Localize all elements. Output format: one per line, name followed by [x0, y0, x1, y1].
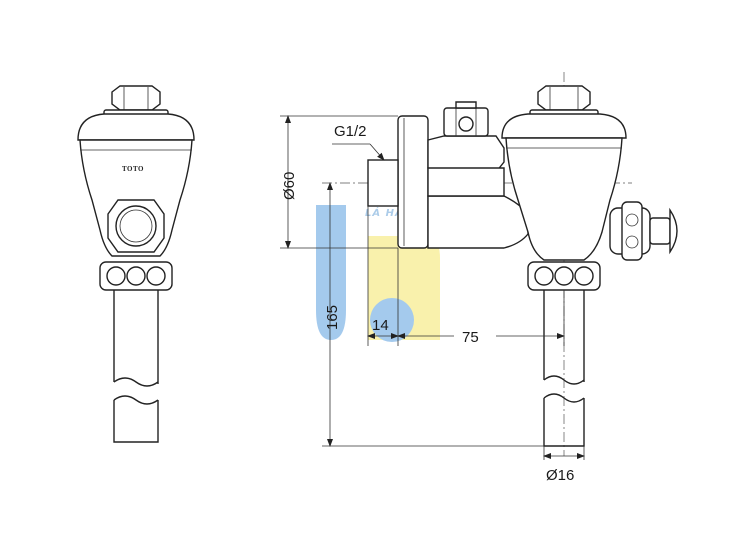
- side-connector: [527, 261, 601, 291]
- inlet-arm: [427, 101, 505, 173]
- dimension-lines: [280, 115, 585, 460]
- outlet-pipe: [543, 290, 585, 447]
- length-label: 75: [462, 329, 479, 346]
- brand-label: TOTO: [122, 165, 144, 173]
- front-inlet-hex: [107, 199, 165, 253]
- offset-label: 14: [372, 317, 389, 334]
- front-connector: [99, 261, 173, 291]
- push-handle: [609, 201, 678, 261]
- valve-cap: [501, 85, 627, 139]
- front-dome: [77, 113, 195, 141]
- thread-label: G1/2: [334, 123, 367, 140]
- front-cap-nut: [103, 85, 169, 117]
- dimension-labels: G1/2 Ø60 165 14 75 Ø16: [281, 123, 574, 484]
- valve-body: [505, 137, 623, 261]
- inlet-pipe: [427, 195, 529, 249]
- front-view: TOTO: [77, 85, 195, 443]
- wall-flange: [367, 115, 429, 249]
- side-view: [322, 72, 678, 456]
- pipe-diameter-label: Ø16: [546, 467, 574, 484]
- front-pipe: [113, 290, 159, 443]
- flange-diameter-label: Ø60: [281, 172, 298, 200]
- height-label: 165: [324, 305, 341, 330]
